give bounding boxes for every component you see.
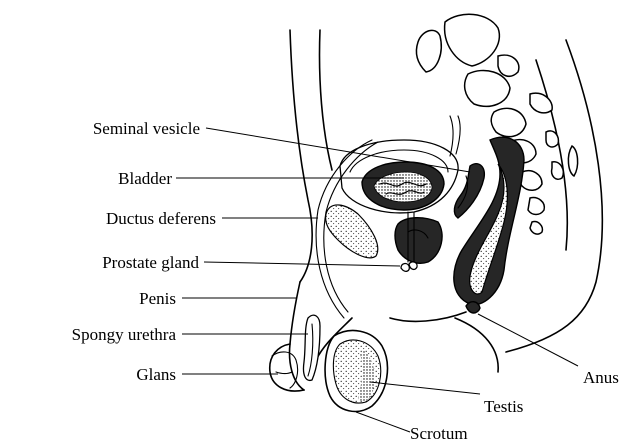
label-bladder: Bladder <box>118 169 172 188</box>
bladder-shape <box>340 140 458 213</box>
label-anus: Anus <box>583 368 619 387</box>
leader-testis <box>370 382 480 394</box>
label-testis: Testis <box>484 397 523 416</box>
leader-scrotum <box>356 412 410 432</box>
pubic-bone <box>326 205 378 258</box>
leader-prostate-gland <box>204 262 400 266</box>
label-prostate-gland: Prostate gland <box>102 253 199 272</box>
body-outline <box>290 30 602 372</box>
label-spongy-urethra: Spongy urethra <box>72 325 177 344</box>
label-seminal-vesicle: Seminal vesicle <box>93 119 200 138</box>
leader-anus <box>478 314 578 366</box>
label-scrotum: Scrotum <box>410 424 468 442</box>
label-ductus-deferens: Ductus deferens <box>106 209 216 228</box>
label-glans: Glans <box>136 365 176 384</box>
label-penis: Penis <box>139 289 176 308</box>
testis-shape <box>333 340 380 403</box>
rectum <box>454 137 524 313</box>
prostate-gland-shape <box>395 218 442 272</box>
